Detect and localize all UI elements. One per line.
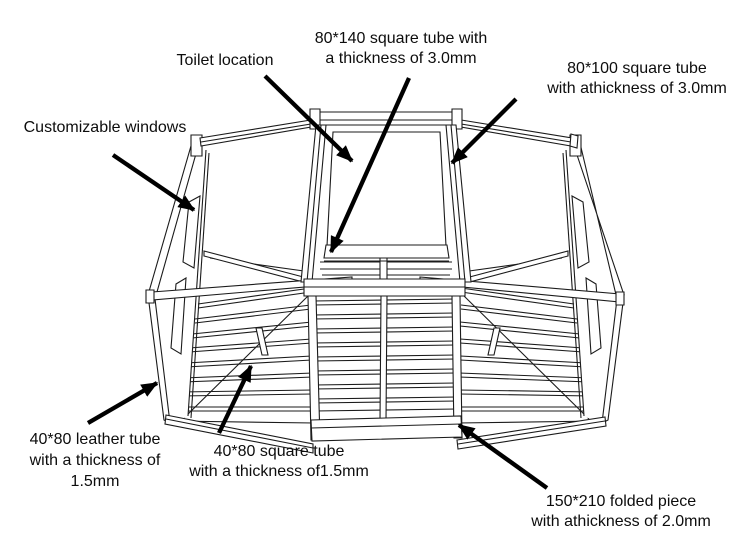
arrow-folded-piece <box>457 423 549 490</box>
arrow-toilet-location <box>263 74 354 163</box>
roof-rails <box>199 118 579 149</box>
arrow-square-tube-40-80 <box>217 364 253 434</box>
central-floor-deck <box>303 278 466 442</box>
label-customizable-windows: Customizable windows <box>23 119 187 136</box>
arrow-leather-tube <box>86 381 159 425</box>
label-folded-piece-150-210: 150*210 folded piece with athickness of … <box>531 493 711 530</box>
right-window-cutout <box>571 195 590 269</box>
annotation-arrows <box>86 74 549 490</box>
label-tube-80-140: 80*140 square tube with a thickness of 3… <box>314 30 488 67</box>
label-tube-80-100: 80*100 square tube with athickness of 3.… <box>547 60 727 97</box>
right-floor-deck <box>457 287 599 424</box>
left-wing-panel <box>147 134 210 424</box>
folded-piece-apron <box>310 415 463 442</box>
label-square-tube-40-80: 40*80 square tube with a thickness of1.5… <box>189 443 369 480</box>
arrow-tube-80-140 <box>329 77 411 254</box>
arrow-tube-80-100 <box>450 97 518 165</box>
central-portal-frame <box>300 108 472 283</box>
right-wing-panel <box>562 134 625 424</box>
arrow-customizable-windows <box>111 153 196 212</box>
label-leather-tube-40-80: 40*80 leather tube with a thickness of 1… <box>29 431 161 490</box>
left-floor-deck <box>173 287 315 424</box>
label-toilet-location: Toilet location <box>176 52 274 69</box>
front-rim-tubes <box>164 414 607 454</box>
